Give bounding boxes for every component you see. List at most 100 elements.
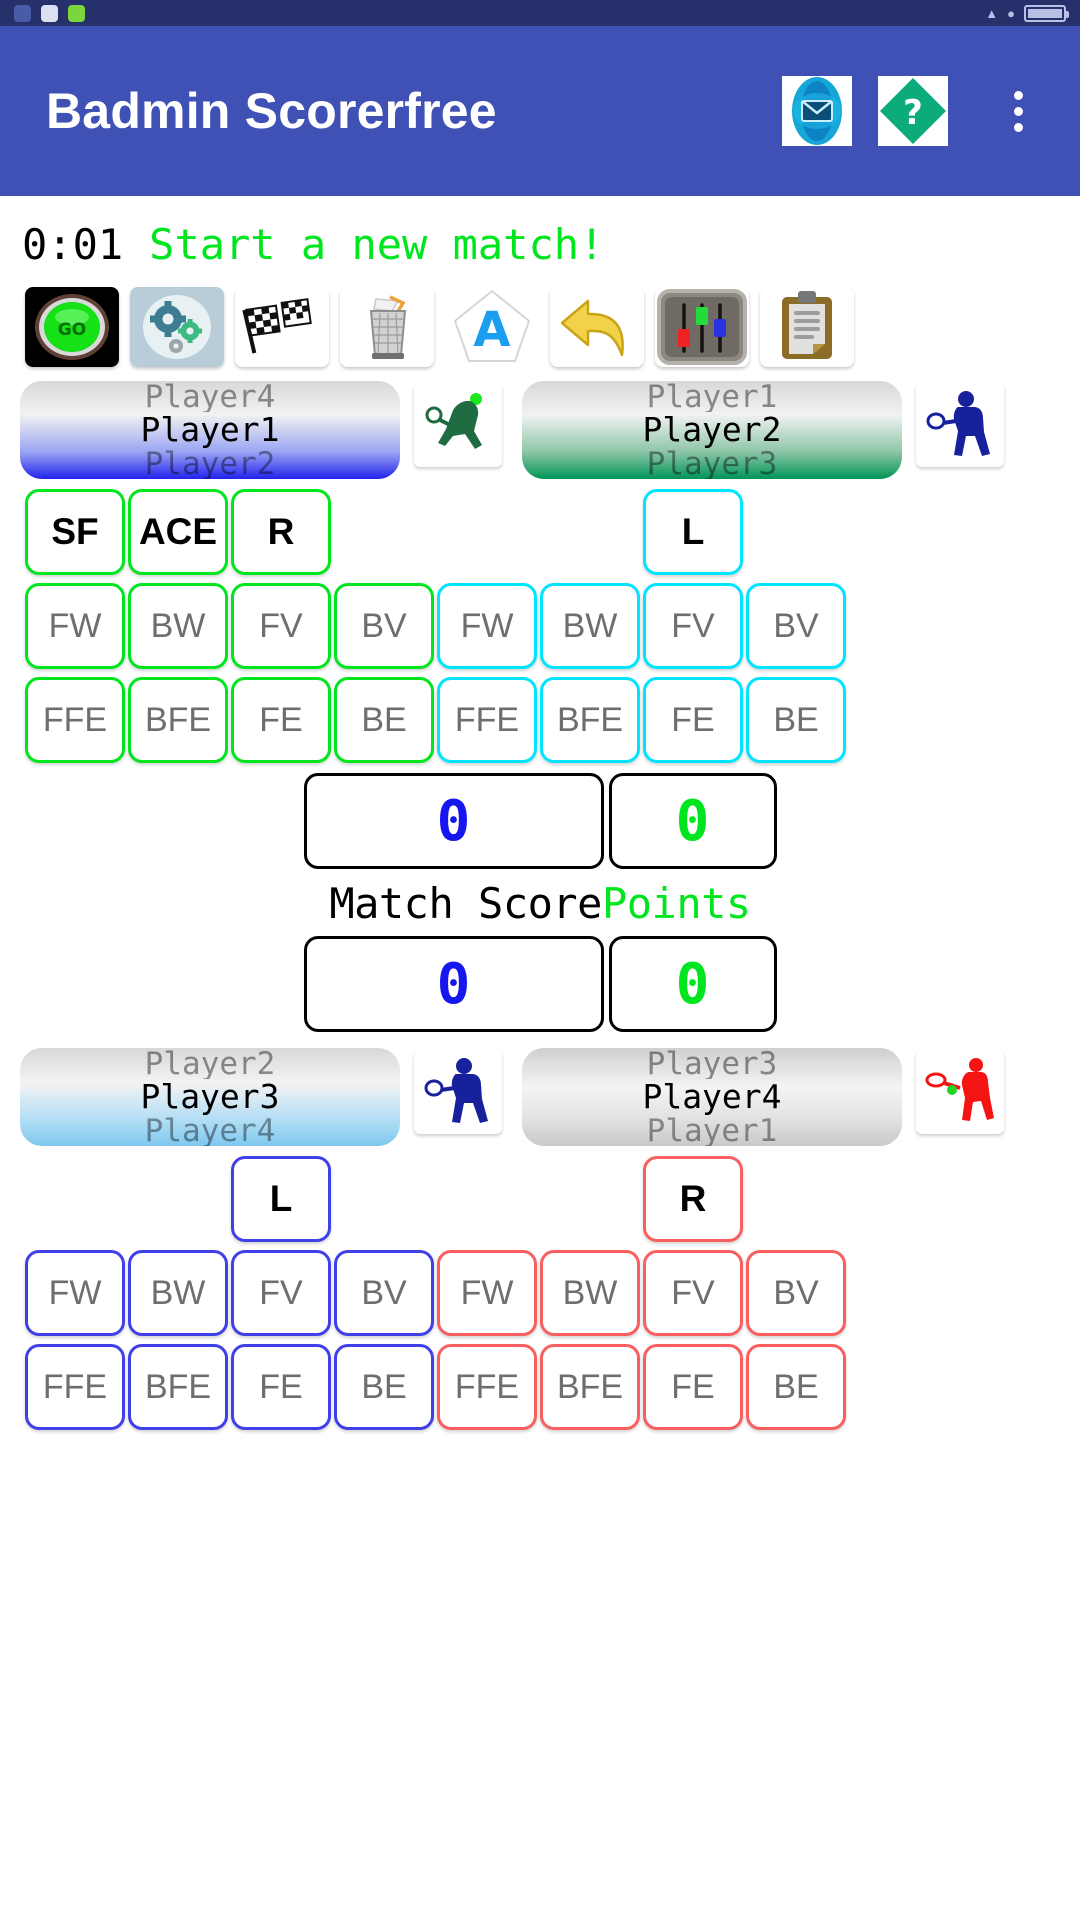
- bottom-right-serve-button[interactable]: R: [643, 1156, 743, 1242]
- mail-icon[interactable]: [778, 72, 856, 150]
- top-shot-row-1: FW BW FV BV FW BW FV BV: [0, 583, 1080, 669]
- bottom-right-player-picker[interactable]: Player3 Player4 Player1: [522, 1048, 902, 1146]
- top-shot-bv-green[interactable]: BV: [334, 583, 434, 669]
- top-shot-be-green[interactable]: BE: [334, 677, 434, 763]
- settings-button[interactable]: [125, 283, 228, 371]
- top-left-player-picker[interactable]: Player4 Player1 Player2: [20, 381, 400, 479]
- bottom-shot-row-2: FFE BFE FE BE FFE BFE FE BE: [0, 1344, 1080, 1430]
- picker-next-option[interactable]: Player3: [646, 448, 778, 479]
- bottom-shot-fv-red[interactable]: FV: [643, 1250, 743, 1336]
- top-match-score[interactable]: 0: [303, 773, 604, 869]
- top-shot-bv-cyan[interactable]: BV: [746, 583, 846, 669]
- bottom-shot-fe-red[interactable]: FE: [643, 1344, 743, 1430]
- match-timer: 0:01: [22, 220, 124, 269]
- bottom-left-serve-button[interactable]: L: [231, 1156, 331, 1242]
- picker-selected-option[interactable]: Player2: [642, 410, 782, 449]
- undo-arrow-icon: [549, 287, 644, 367]
- player-navy-icon[interactable]: [414, 1050, 502, 1134]
- top-shot-be-cyan[interactable]: BE: [746, 677, 846, 763]
- top-shot-fw-cyan[interactable]: FW: [437, 583, 537, 669]
- clipboard-icon: [759, 287, 854, 367]
- top-shot-fv-green[interactable]: FV: [231, 583, 331, 669]
- top-team-row: Player4 Player1 Player2 Player1 Player2 …: [0, 381, 1080, 481]
- top-shot-bw-cyan[interactable]: BW: [540, 583, 640, 669]
- bottom-shot-fw-red[interactable]: FW: [437, 1250, 537, 1336]
- picker-next-option[interactable]: Player2: [144, 448, 276, 479]
- bottom-shot-bfe-blue[interactable]: BFE: [128, 1344, 228, 1430]
- bottom-shot-bv-red[interactable]: BV: [746, 1250, 846, 1336]
- status-bar: ▲ ●: [0, 0, 1080, 26]
- scoresheet-button[interactable]: [755, 283, 858, 371]
- top-right-player-picker[interactable]: Player1 Player2 Player3: [522, 381, 902, 479]
- match-score-label: Match Score: [329, 879, 602, 928]
- adjust-button[interactable]: [650, 283, 753, 371]
- top-ace-button[interactable]: ACE: [128, 489, 228, 575]
- top-shot-ffe-green[interactable]: FFE: [25, 677, 125, 763]
- top-left-serve-button[interactable]: L: [643, 489, 743, 575]
- letter-a-icon: A: [445, 287, 539, 367]
- spacer-slot: [25, 1156, 125, 1242]
- spacer-slot: [437, 1156, 537, 1242]
- top-shot-fe-green[interactable]: FE: [231, 677, 331, 763]
- auto-button[interactable]: A: [440, 283, 543, 371]
- player-navy-icon[interactable]: [916, 383, 1004, 467]
- page-title: Badmin Scorerfree: [46, 83, 497, 139]
- top-score-row: 0 0: [0, 773, 1080, 869]
- clear-button[interactable]: [335, 283, 438, 371]
- go-button[interactable]: GO: [20, 283, 123, 371]
- picker-selected-option[interactable]: Player1: [140, 410, 280, 449]
- picker-selected-option[interactable]: Player4: [642, 1077, 782, 1116]
- top-right-serve-button[interactable]: R: [231, 489, 331, 575]
- bottom-shot-fe-blue[interactable]: FE: [231, 1344, 331, 1430]
- spacer-slot: [334, 489, 434, 575]
- undo-button[interactable]: [545, 283, 648, 371]
- bottom-left-player-picker[interactable]: Player2 Player3 Player4: [20, 1048, 400, 1146]
- picker-previous-option[interactable]: Player4: [144, 381, 276, 412]
- status-bar-system-icons: ▲ ●: [985, 0, 1069, 26]
- scoreboard: 0 0 Match Score Points 0 0: [0, 773, 1080, 1032]
- signal-icon: ●: [1007, 5, 1015, 21]
- picker-previous-option[interactable]: Player1: [646, 381, 778, 412]
- status-line: 0:01 Start a new match!: [0, 196, 1080, 269]
- picker-previous-option[interactable]: Player3: [646, 1048, 778, 1079]
- top-shot-fw-green[interactable]: FW: [25, 583, 125, 669]
- notification-icon-3: [68, 4, 85, 22]
- top-shot-fv-cyan[interactable]: FV: [643, 583, 743, 669]
- top-shot-fe-cyan[interactable]: FE: [643, 677, 743, 763]
- top-shot-ffe-cyan[interactable]: FFE: [437, 677, 537, 763]
- top-shot-row-2: FFE BFE FE BE FFE BFE FE BE: [0, 677, 1080, 763]
- bottom-shot-fw-blue[interactable]: FW: [25, 1250, 125, 1336]
- sliders-icon: [654, 287, 749, 367]
- picker-selected-option[interactable]: Player3: [140, 1077, 280, 1116]
- picker-previous-option[interactable]: Player2: [144, 1048, 276, 1079]
- overflow-menu-icon[interactable]: [986, 67, 1050, 155]
- bottom-points[interactable]: 0: [608, 936, 777, 1032]
- top-shot-bfe-green[interactable]: BFE: [128, 677, 228, 763]
- bottom-shot-fv-blue[interactable]: FV: [231, 1250, 331, 1336]
- spacer-slot: [334, 1156, 434, 1242]
- player-red-icon[interactable]: [916, 1050, 1004, 1134]
- bottom-shot-bw-blue[interactable]: BW: [128, 1250, 228, 1336]
- bottom-shot-be-blue[interactable]: BE: [334, 1344, 434, 1430]
- svg-text:GO: GO: [57, 320, 85, 340]
- picker-next-option[interactable]: Player4: [144, 1115, 276, 1146]
- finish-match-button[interactable]: [230, 283, 333, 371]
- match-status-message: Start a new match!: [149, 220, 605, 269]
- top-shot-bw-green[interactable]: BW: [128, 583, 228, 669]
- checkered-flag-icon: [234, 287, 329, 367]
- picker-next-option[interactable]: Player1: [646, 1115, 778, 1146]
- top-sf-button[interactable]: SF: [25, 489, 125, 575]
- top-shot-bfe-cyan[interactable]: BFE: [540, 677, 640, 763]
- notification-icon-2: [41, 4, 58, 22]
- bottom-shot-bv-blue[interactable]: BV: [334, 1250, 434, 1336]
- top-points[interactable]: 0: [608, 773, 777, 869]
- bottom-shot-bw-red[interactable]: BW: [540, 1250, 640, 1336]
- bottom-match-score[interactable]: 0: [303, 936, 604, 1032]
- bottom-shot-be-red[interactable]: BE: [746, 1344, 846, 1430]
- player-green-icon[interactable]: [414, 383, 502, 467]
- bottom-shot-ffe-blue[interactable]: FFE: [25, 1344, 125, 1430]
- help-icon[interactable]: ?: [874, 72, 952, 150]
- bottom-action-row: L R: [0, 1156, 1080, 1242]
- bottom-shot-bfe-red[interactable]: BFE: [540, 1344, 640, 1430]
- bottom-shot-ffe-red[interactable]: FFE: [437, 1344, 537, 1430]
